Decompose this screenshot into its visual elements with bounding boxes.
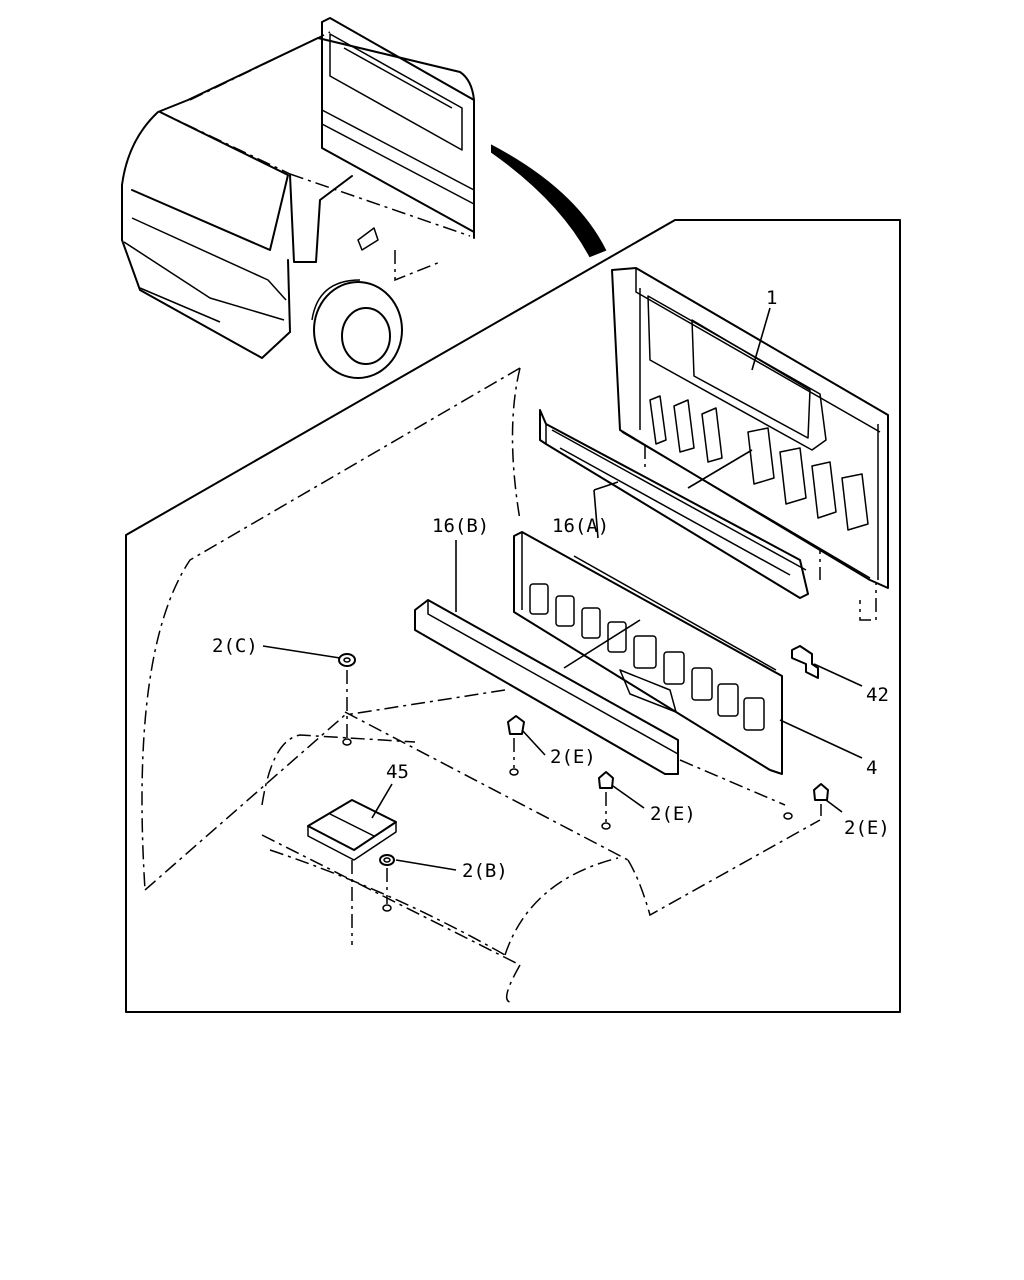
- leader-lines: [262, 307, 863, 871]
- part-inner-panel: [513, 531, 783, 775]
- label-16b: 16(B): [432, 515, 489, 537]
- label-45: 45: [386, 761, 409, 783]
- part-42-clip: [791, 645, 819, 679]
- detail-frame: [125, 219, 901, 1013]
- label-42: 42: [866, 684, 889, 706]
- label-4: 4: [866, 757, 877, 779]
- part-16b-rail: [414, 599, 679, 775]
- label-1: 1: [766, 287, 777, 309]
- fastener-2b: [379, 854, 395, 912]
- truck-overview: [121, 17, 475, 379]
- label-16a: 16(A): [552, 515, 609, 537]
- part-45-pad: [307, 799, 397, 861]
- bed-outline: [511, 367, 521, 521]
- part-rear-panel: [611, 267, 889, 589]
- fastener-2e-3: [783, 783, 829, 820]
- fastener-2e-2: [598, 771, 614, 830]
- indicator-arc: [491, 144, 607, 258]
- part-16a-rail: [539, 409, 809, 599]
- label-2e-2: 2(E): [650, 803, 696, 825]
- fastener-2e-1: [507, 715, 525, 776]
- label-2b: 2(B): [462, 860, 508, 882]
- fastener-2c: [338, 653, 356, 746]
- label-2c: 2(C): [212, 635, 258, 657]
- label-2e-1: 2(E): [550, 746, 596, 768]
- label-2e-3: 2(E): [844, 817, 890, 839]
